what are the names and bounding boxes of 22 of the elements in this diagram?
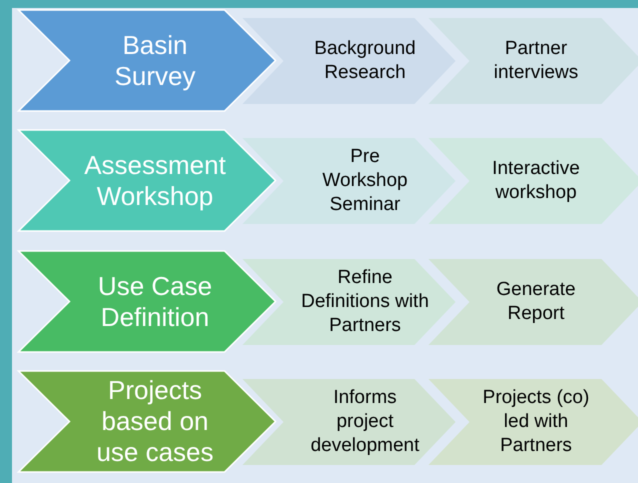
chevron-shape (240, 258, 458, 346)
chevron-label: Partner interviews (492, 37, 580, 85)
chevron-shape (240, 137, 458, 225)
chevron-shape (240, 17, 458, 105)
chevron-label: Background Research (313, 37, 417, 85)
chevron-shape (16, 370, 278, 473)
chevron-label: Generate Report (495, 278, 577, 326)
chevron-shape (16, 129, 278, 232)
chevron-label: Informs project development (310, 386, 420, 458)
chevron-label: Refine Definitions with Partners (300, 266, 430, 338)
chevron-label: Pre Workshop Seminar (321, 145, 409, 217)
chevron-shape (16, 9, 278, 112)
chevron-label: Use Case Definition (96, 270, 214, 332)
chevron-label: Basin Survey (114, 30, 196, 92)
chevron-label: Projects based on use cases (95, 375, 215, 468)
chevron-shape (426, 258, 638, 346)
chevron-label: Projects (co) led with Partners (482, 386, 590, 458)
chevron-label: Interactive workshop (491, 157, 581, 205)
chevron-shape (16, 250, 278, 353)
chevron-shape (240, 378, 458, 466)
chevron-label: Assessment Workshop (83, 150, 227, 212)
chevron-shape (426, 378, 638, 466)
